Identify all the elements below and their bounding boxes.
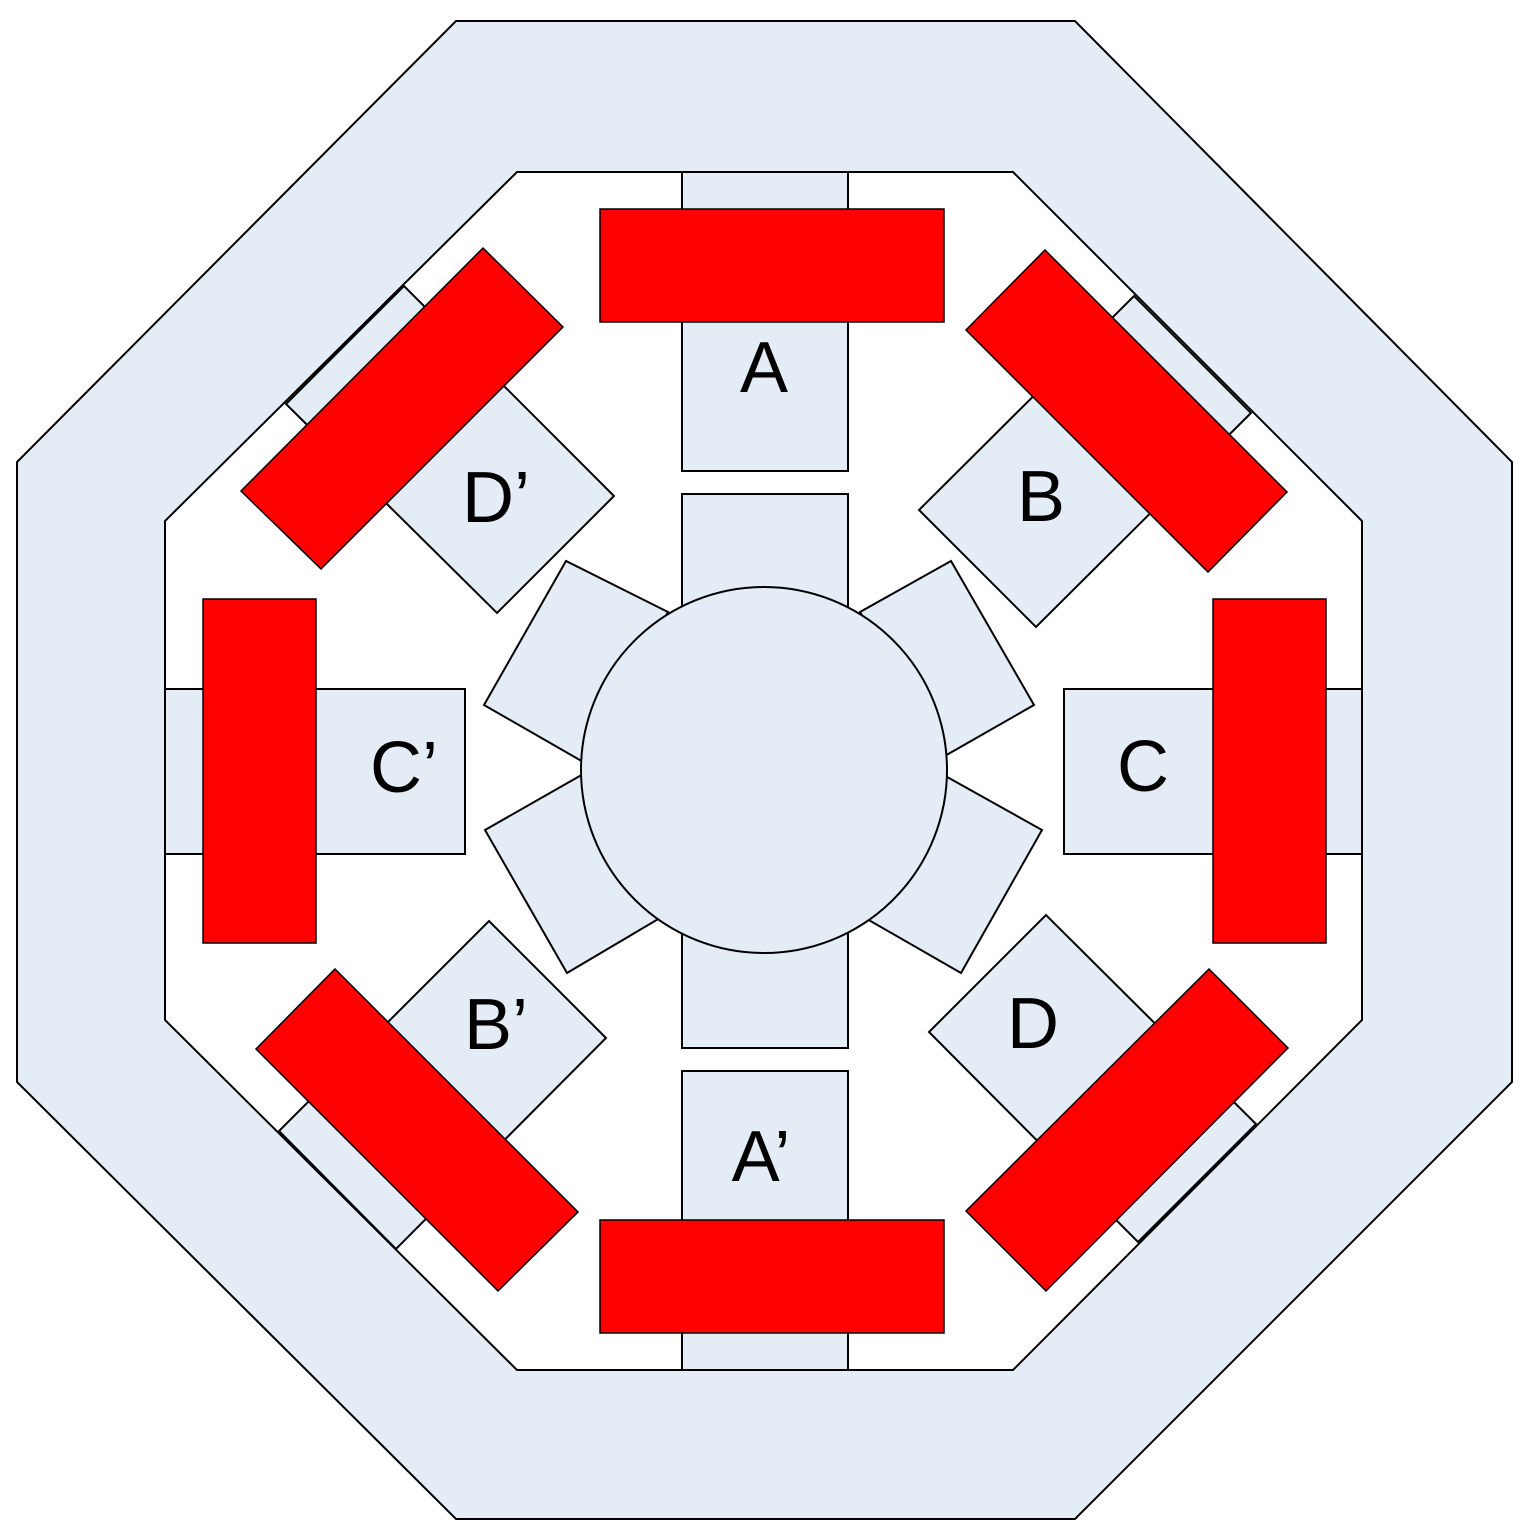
pole-label-c-prime: C’ (370, 728, 438, 808)
pole-label-b-prime: B’ (464, 985, 528, 1065)
rotor (482, 493, 1044, 1049)
coil-b (964, 248, 1289, 574)
rotor-core (580, 586, 948, 954)
pole-label-a-prime: A’ (732, 1117, 791, 1197)
coil-a-prime (599, 1219, 945, 1334)
pole-label-d: D (1007, 984, 1059, 1064)
pole-label-d-prime: D’ (462, 458, 530, 538)
coil-c (1212, 598, 1327, 944)
coil-d (964, 967, 1290, 1293)
coil-d-prime (239, 246, 565, 571)
pole-label-a: A (740, 328, 788, 408)
pole-labels: A B C D A’ B’ C’ D’ (370, 328, 1169, 1197)
coil-a (599, 208, 945, 323)
pole-label-c: C (1117, 727, 1169, 807)
coil-b-prime (254, 967, 580, 1293)
pole-label-b: B (1017, 457, 1065, 537)
stator-yoke (16, 20, 1513, 1520)
coil-c-prime (202, 598, 317, 944)
windings (202, 208, 1327, 1334)
